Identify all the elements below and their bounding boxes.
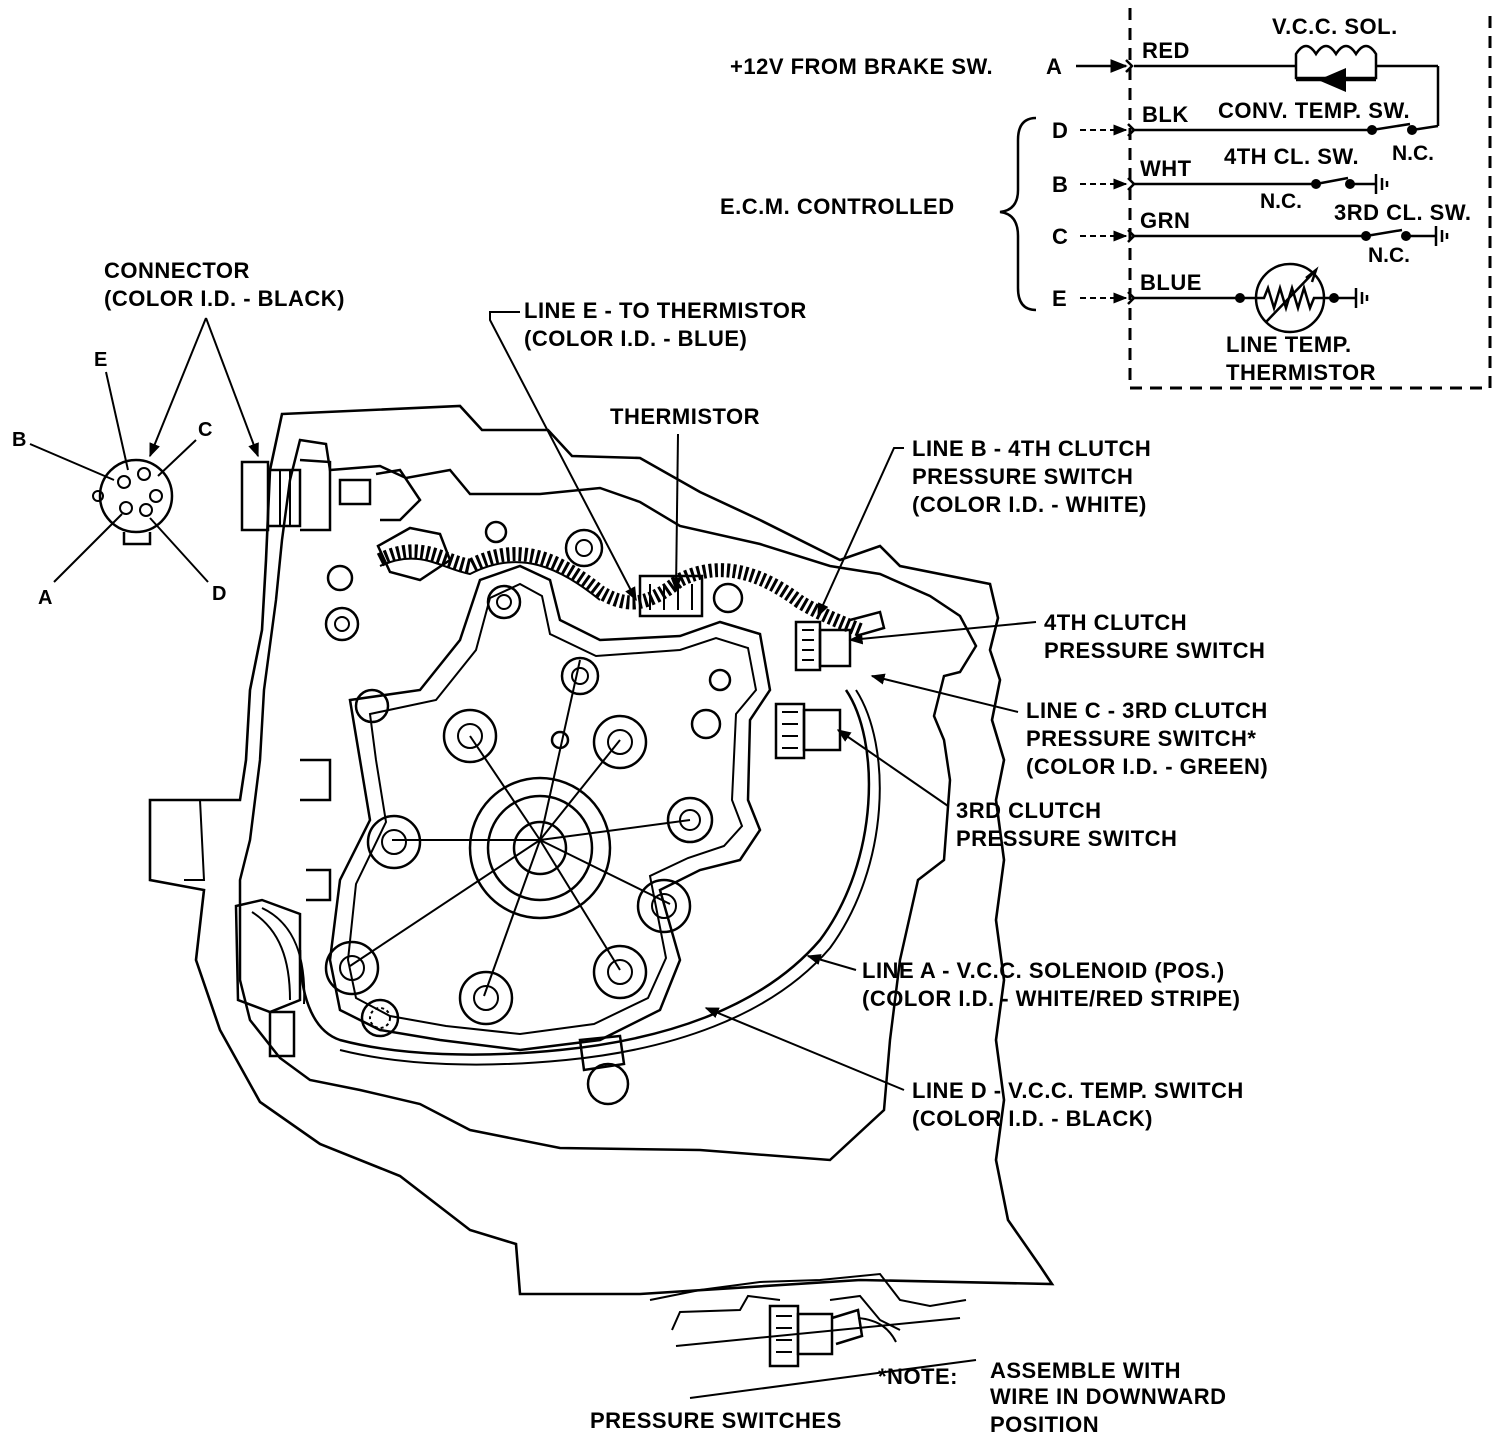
third-cl-sw-label: 3RD CL. SW. — [1334, 200, 1472, 225]
valve-body — [328, 564, 772, 1052]
harness-clip — [376, 526, 452, 582]
connector-title: CONNECTOR — [104, 258, 250, 283]
wire-blk: BLK — [1142, 102, 1189, 127]
third-nc-label: N.C. — [1368, 244, 1410, 267]
connector-color-id: (COLOR I.D. - BLACK) — [104, 286, 345, 311]
note-line-3: POSITION — [990, 1412, 1099, 1437]
line-b-sub: PRESSURE SWITCH — [912, 464, 1133, 489]
connector-pin-d: D — [212, 583, 226, 605]
connector-pin-b: B — [12, 429, 26, 451]
wire-red: RED — [1142, 38, 1190, 63]
line-d-label: LINE D - V.C.C. TEMP. SWITCH — [912, 1078, 1244, 1103]
line-a-color: (COLOR I.D. - WHITE/RED STRIPE) — [862, 986, 1241, 1011]
pressure-switches-label: PRESSURE SWITCHES — [590, 1408, 842, 1433]
pin-b-label: B — [1052, 172, 1068, 197]
note-line-1: ASSEMBLE WITH — [990, 1358, 1181, 1383]
vcc-sol-label: V.C.C. SOL. — [1272, 14, 1398, 39]
line-b-label: LINE B - 4TH CLUTCH — [912, 436, 1151, 461]
vcc-solenoid-symbol — [1294, 44, 1378, 92]
wire-blue: BLUE — [1140, 270, 1202, 295]
thermistor-schem-label: THERMISTOR — [1226, 360, 1376, 385]
pin-d-label: D — [1052, 118, 1068, 143]
line-c-sub: PRESSURE SWITCH* — [1026, 726, 1256, 751]
line-a-label: LINE A - V.C.C. SOLENOID (POS.) — [862, 958, 1225, 983]
housing-connector — [240, 460, 270, 532]
assembly-note: *NOTE: ASSEMBLE WITH WIRE IN DOWNWARD PO… — [878, 1358, 1227, 1437]
pin-c-label: C — [1052, 224, 1068, 249]
conv-temp-nc-label: N.C. — [1392, 142, 1434, 165]
line-e-color: (COLOR I.D. - BLUE) — [524, 326, 747, 351]
pin-a-label: A — [1046, 54, 1062, 79]
conv-temp-sw-label: CONV. TEMP. SW. — [1218, 98, 1410, 123]
line-b-color: (COLOR I.D. - WHITE) — [912, 492, 1147, 517]
fourth-cl-sw-label: 4TH CL. SW. — [1224, 144, 1359, 169]
bolt-bosses — [324, 520, 744, 1106]
brake-switch-label: +12V FROM BRAKE SW. — [730, 54, 993, 79]
third-clutch-sub: PRESSURE SWITCH — [956, 826, 1177, 851]
line-temp-label: LINE TEMP. — [1226, 332, 1352, 357]
connector-pin-a: A — [38, 587, 52, 609]
wire-wht: WHT — [1140, 156, 1192, 181]
ecm-label: E.C.M. CONTROLLED — [720, 194, 955, 219]
pin-e-label: E — [1052, 286, 1067, 311]
ground-symbol-thermistor — [1354, 288, 1369, 308]
line-d-color: (COLOR I.D. - BLACK) — [912, 1106, 1153, 1131]
fourth-clutch-label: 4TH CLUTCH — [1044, 610, 1187, 635]
connector-pin-e: E — [94, 349, 107, 371]
ground-symbol-4th — [1374, 174, 1389, 194]
connector-face — [92, 458, 174, 546]
fourth-nc-label: N.C. — [1260, 190, 1302, 213]
wire-grn: GRN — [1140, 208, 1190, 233]
connector-callout: CONNECTOR (COLOR I.D. - BLACK) E B C A D — [12, 258, 345, 609]
connector-pin-c: C — [198, 419, 212, 441]
fourth-clutch-switch-part — [794, 610, 886, 672]
schematic: +12V FROM BRAKE SW. A D B C E E.C.M. CON… — [720, 8, 1492, 390]
note-line-2: WIRE IN DOWNWARD — [990, 1384, 1227, 1409]
line-e-label: LINE E - TO THERMISTOR — [524, 298, 807, 323]
ground-symbol-3rd — [1434, 226, 1449, 246]
fourth-clutch-sub: PRESSURE SWITCH — [1044, 638, 1265, 663]
transmission-housing — [148, 404, 1055, 1296]
line-c-label: LINE C - 3RD CLUTCH — [1026, 698, 1268, 723]
thermistor-body — [638, 574, 704, 618]
thermistor-symbol — [1254, 262, 1326, 334]
thermistor-callout: THERMISTOR — [610, 404, 760, 429]
third-clutch-label: 3RD CLUTCH — [956, 798, 1102, 823]
note-star: *NOTE: — [878, 1364, 958, 1389]
callouts: LINE E - TO THERMISTOR (COLOR I.D. - BLU… — [489, 298, 1268, 1131]
line-c-color: (COLOR I.D. - GREEN) — [1026, 754, 1268, 779]
ecm-brace — [999, 116, 1037, 312]
third-clutch-switch-part — [774, 702, 842, 760]
wire-harness — [376, 544, 863, 637]
pressure-switch-inset: PRESSURE SWITCHES — [590, 1272, 977, 1433]
